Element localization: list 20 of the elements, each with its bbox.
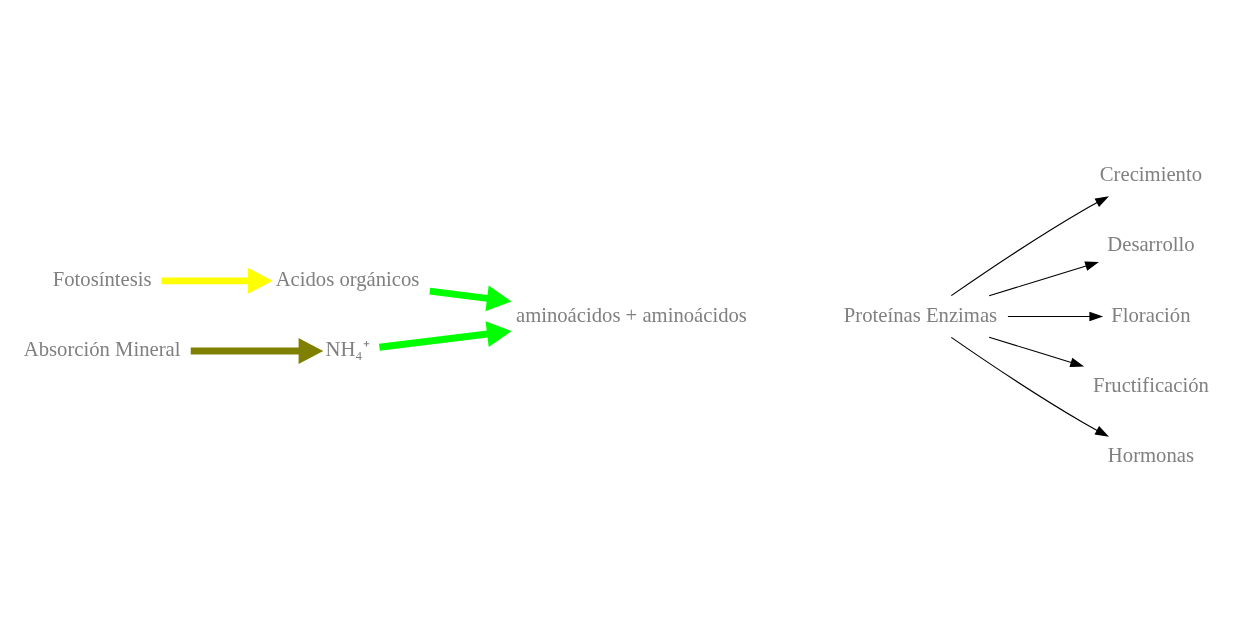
- node-text: Hormonas: [1107, 443, 1194, 466]
- node-text: Proteínas Enzimas: [843, 303, 998, 326]
- arrow: [161, 267, 273, 294]
- node-text: Fotosíntesis: [52, 267, 152, 290]
- arrow: [1007, 311, 1104, 322]
- arrow: [988, 336, 1085, 367]
- node-text: NH₄⁺: [325, 338, 370, 361]
- arrow: [950, 336, 1109, 437]
- node-text: Floración: [1111, 303, 1191, 326]
- arrow: [190, 338, 324, 364]
- arrow: [429, 285, 512, 312]
- node-text: Acidos orgánicos: [275, 267, 420, 290]
- node-text: Crecimiento: [1099, 163, 1203, 186]
- node-text: aminoácidos + aminoácidos: [515, 303, 747, 326]
- node-text: Absorción Mineral: [23, 338, 181, 361]
- node-text: Desarrollo: [1107, 233, 1195, 256]
- node-text: Fructificación: [1092, 373, 1209, 396]
- arrow: [950, 196, 1109, 297]
- arrow: [988, 261, 1099, 297]
- arrow: [378, 321, 512, 351]
